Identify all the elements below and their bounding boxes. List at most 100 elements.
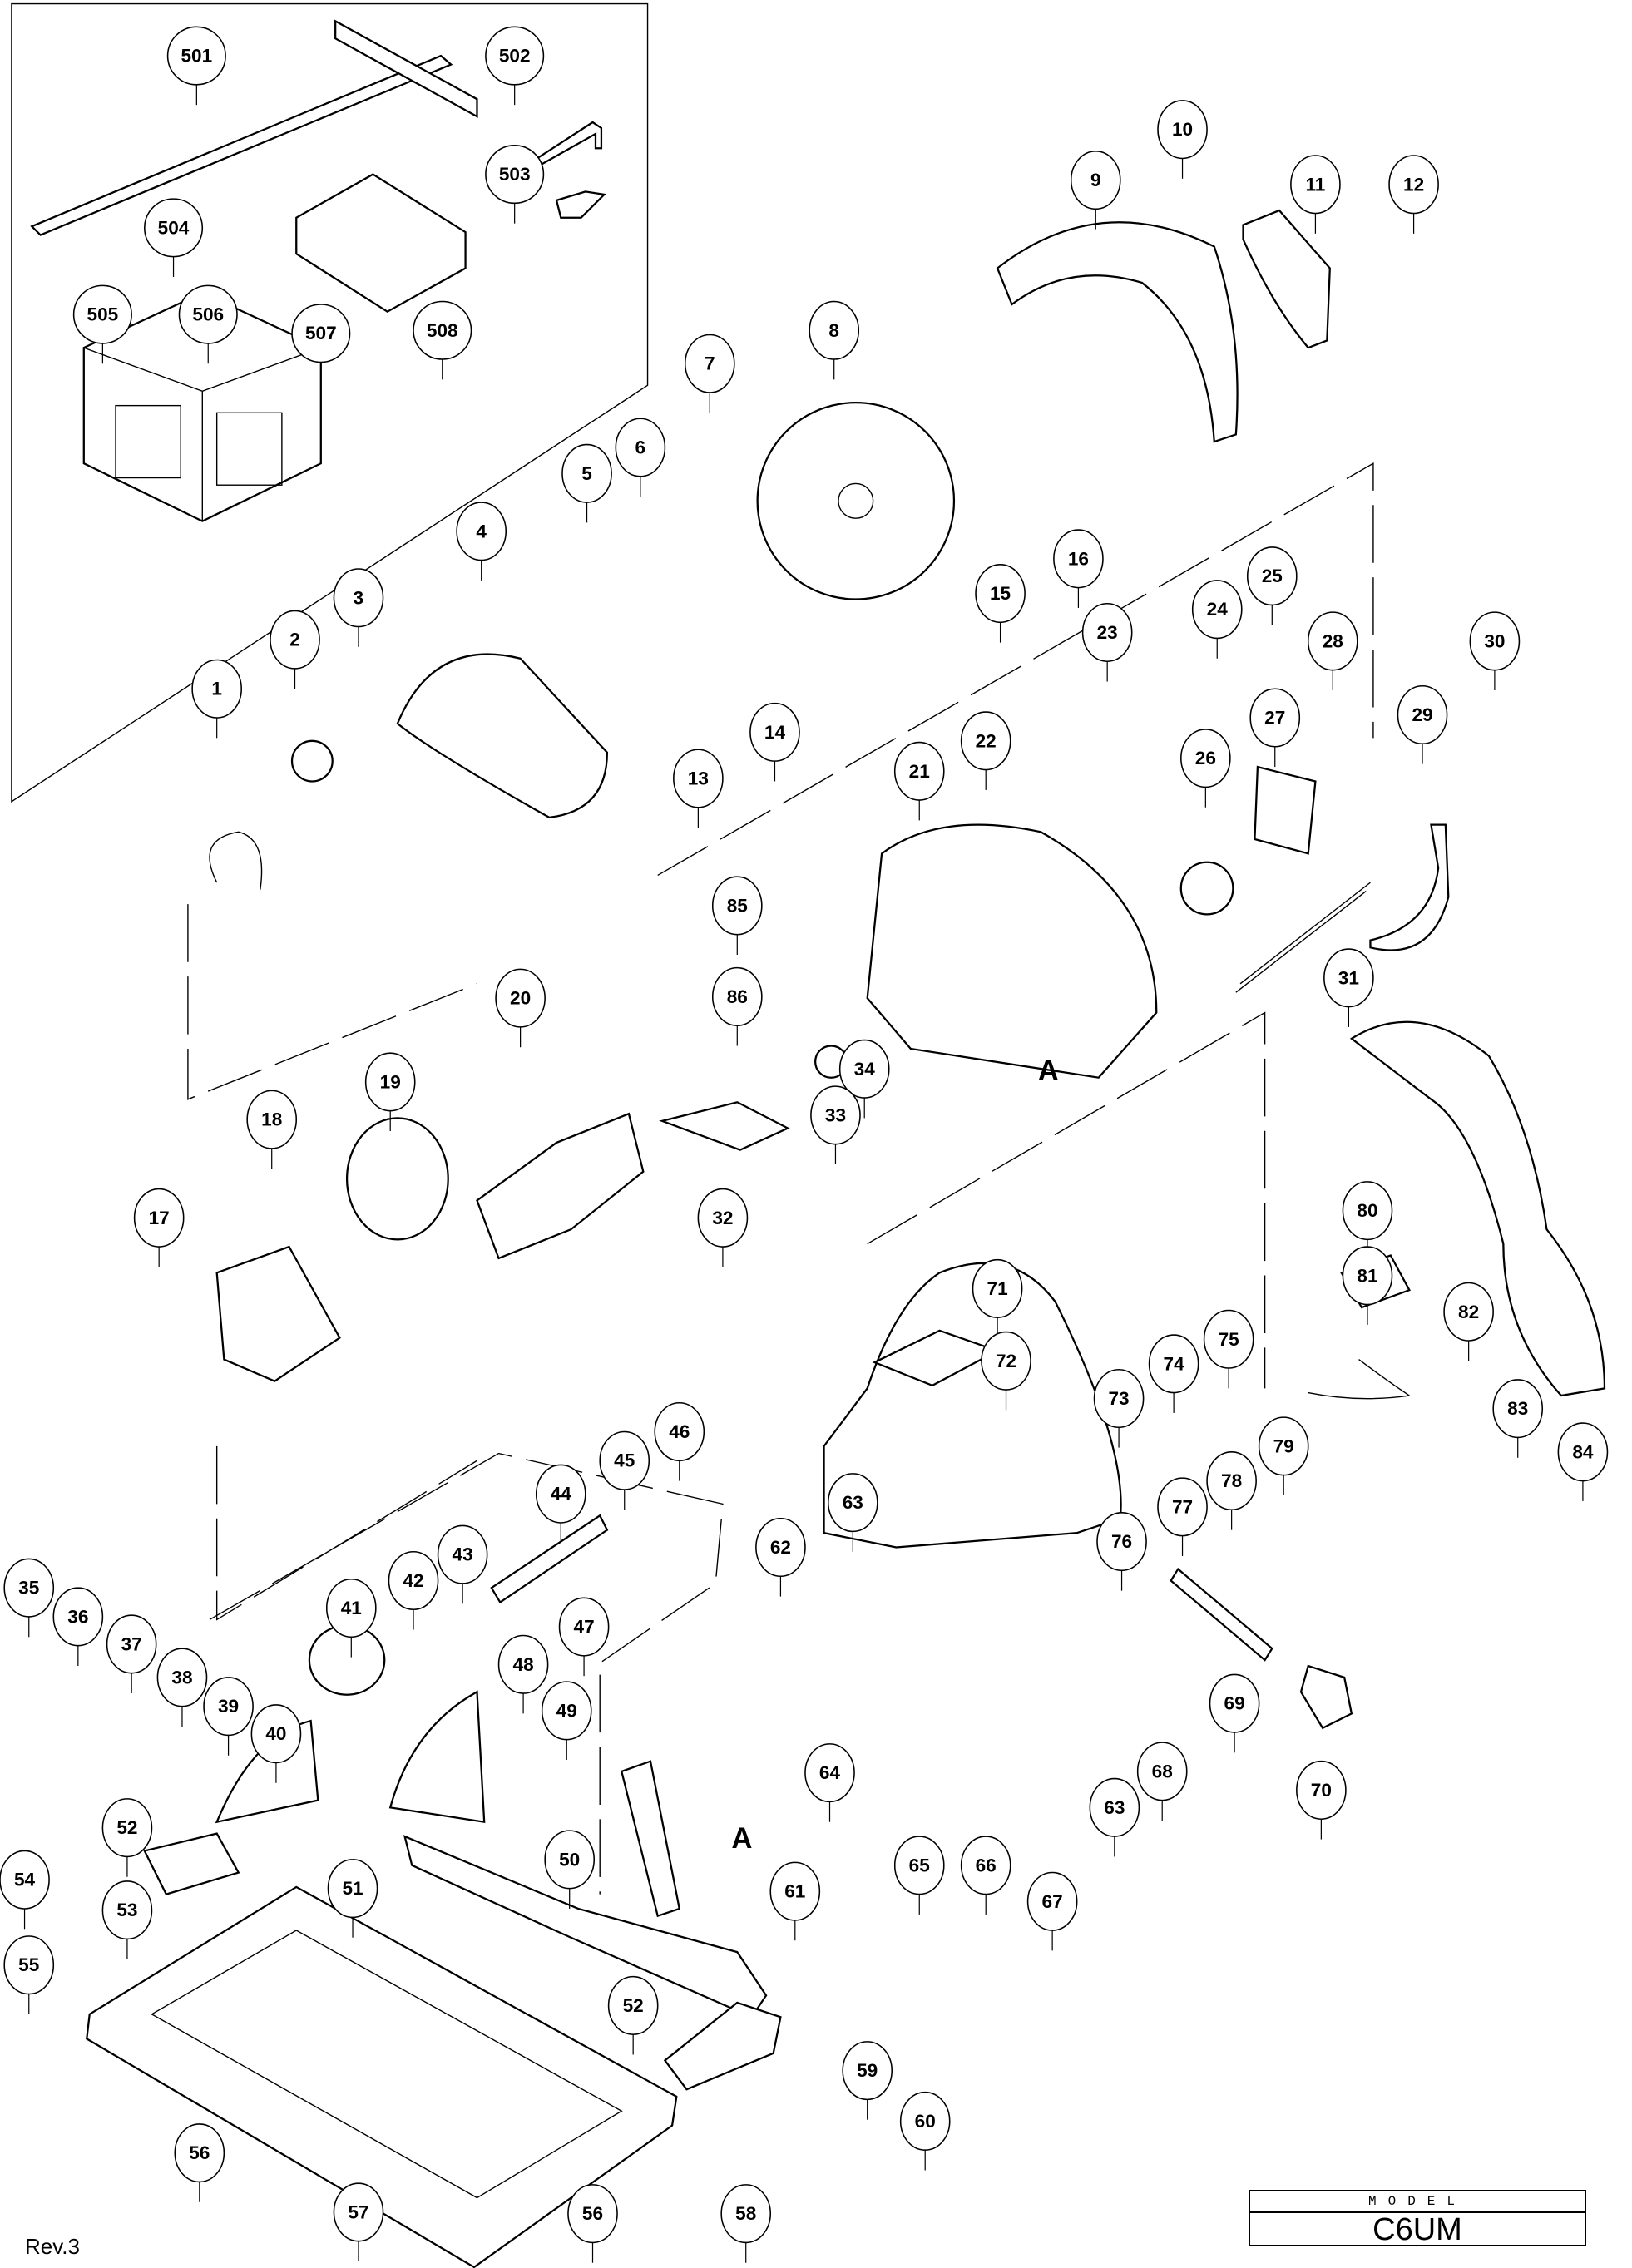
- callout-60: 60: [899, 2091, 951, 2171]
- depth-guide-part: [388, 1690, 486, 1824]
- callout-number: 52: [116, 1817, 137, 1838]
- housing-part: [345, 1117, 449, 1241]
- callout-52: 52: [607, 1975, 659, 2055]
- parallel-guide-part: [620, 1760, 681, 1918]
- callout-circle: [975, 564, 1026, 624]
- callout-circle: [1557, 1422, 1609, 1482]
- callout-number: 39: [218, 1696, 239, 1717]
- callout-circle: [755, 1517, 806, 1578]
- lower-guard-part: [396, 653, 609, 819]
- assembly-line: [215, 1445, 477, 1621]
- callout-4: 4: [456, 502, 507, 581]
- callout-circle: [893, 741, 945, 801]
- callout-80: 80: [1342, 1181, 1393, 1260]
- assembly-line: [209, 1452, 724, 1895]
- callout-7: 7: [684, 334, 735, 413]
- callout-number: 49: [556, 1700, 577, 1721]
- callout-54: 54: [0, 1850, 50, 1930]
- callout-number: 29: [1412, 704, 1432, 725]
- callout-circle: [544, 1830, 596, 1890]
- callout-number: 501: [181, 46, 213, 67]
- callout-circle: [972, 1258, 1023, 1318]
- callout-45: 45: [599, 1430, 650, 1510]
- callout-504: 504: [144, 198, 204, 277]
- callout-number: 63: [843, 1492, 863, 1513]
- callout-505: 505: [72, 284, 132, 364]
- callout-12: 12: [1388, 155, 1439, 234]
- callout-6: 6: [615, 418, 666, 497]
- plug-part: [1299, 1664, 1353, 1730]
- callout-number: 76: [1111, 1531, 1132, 1552]
- callout-number: 74: [1164, 1353, 1185, 1374]
- model-name: C6UM: [1372, 2212, 1462, 2247]
- callout-25: 25: [1246, 546, 1298, 625]
- callout-circle: [541, 1681, 592, 1741]
- callout-84: 84: [1557, 1422, 1609, 1501]
- callout-number: 48: [513, 1654, 534, 1675]
- callout-34: 34: [838, 1039, 890, 1119]
- callout-number: 40: [265, 1723, 286, 1744]
- callout-circle: [485, 26, 545, 86]
- callout-circle: [1136, 1742, 1188, 1801]
- case-insert-part: [295, 173, 467, 313]
- callout-circle: [842, 2041, 893, 2101]
- callout-circle: [1148, 1334, 1199, 1394]
- callout-number: 502: [499, 46, 531, 67]
- callout-44: 44: [535, 1464, 586, 1544]
- callout-35: 35: [3, 1558, 55, 1638]
- callout-number: 10: [1172, 119, 1193, 140]
- callout-number: 505: [87, 304, 119, 325]
- callout-2: 2: [270, 610, 320, 689]
- callout-number: 54: [14, 1870, 36, 1890]
- callout-number: 15: [990, 583, 1011, 604]
- callout-number: 22: [976, 730, 997, 751]
- callout-86: 86: [711, 966, 763, 1046]
- callout-43: 43: [437, 1524, 488, 1604]
- callout-53: 53: [101, 1880, 153, 1959]
- callout-circle: [364, 1052, 416, 1112]
- callout-circle: [1053, 529, 1104, 589]
- callout-48: 48: [497, 1634, 549, 1714]
- callout-67: 67: [1026, 1871, 1078, 1951]
- callout-number: 80: [1357, 1200, 1377, 1221]
- callout-number: 62: [770, 1537, 791, 1558]
- callout-circle: [1081, 602, 1133, 663]
- callout-circle: [3, 1558, 55, 1618]
- callout-506: 506: [178, 284, 238, 364]
- callout-number: 73: [1109, 1388, 1130, 1409]
- callout-21: 21: [893, 741, 945, 821]
- callout-503: 503: [485, 145, 545, 224]
- callout-32: 32: [697, 1188, 749, 1267]
- callout-circle: [810, 1085, 861, 1145]
- callout-number: 75: [1219, 1329, 1239, 1350]
- dust-nozzle-part: [1242, 209, 1331, 349]
- callout-number: 16: [1068, 548, 1089, 569]
- callout-circle: [567, 2184, 618, 2244]
- callout-68: 68: [1136, 1742, 1188, 1821]
- callout-circle: [1342, 1181, 1393, 1241]
- callout-number: 19: [380, 1071, 401, 1092]
- callout-circle: [327, 1859, 378, 1919]
- callout-circle: [1258, 1416, 1309, 1476]
- revision-label: Rev.3: [25, 2234, 80, 2259]
- callout-circle: [1093, 1368, 1145, 1429]
- callout-circle: [1290, 155, 1341, 215]
- callout-circle: [673, 749, 724, 808]
- callout-circle: [1206, 1451, 1257, 1511]
- rear-bracket-part: [663, 2001, 782, 2091]
- callout-circle: [711, 966, 763, 1026]
- callout-57: 57: [333, 2182, 384, 2262]
- callout-85: 85: [711, 876, 763, 956]
- callout-circle: [1191, 580, 1243, 640]
- callout-number: 32: [712, 1208, 733, 1228]
- callout-circle: [1249, 688, 1301, 748]
- callout-circle: [697, 1188, 749, 1248]
- gear-housing-part: [866, 823, 1158, 1079]
- callout-38: 38: [156, 1648, 208, 1727]
- callout-circle: [809, 300, 860, 360]
- callout-36: 36: [52, 1587, 104, 1667]
- callout-61: 61: [769, 1861, 821, 1941]
- callout-circle: [1492, 1379, 1544, 1439]
- callout-number: 85: [727, 895, 748, 916]
- callout-number: 57: [348, 2201, 368, 2222]
